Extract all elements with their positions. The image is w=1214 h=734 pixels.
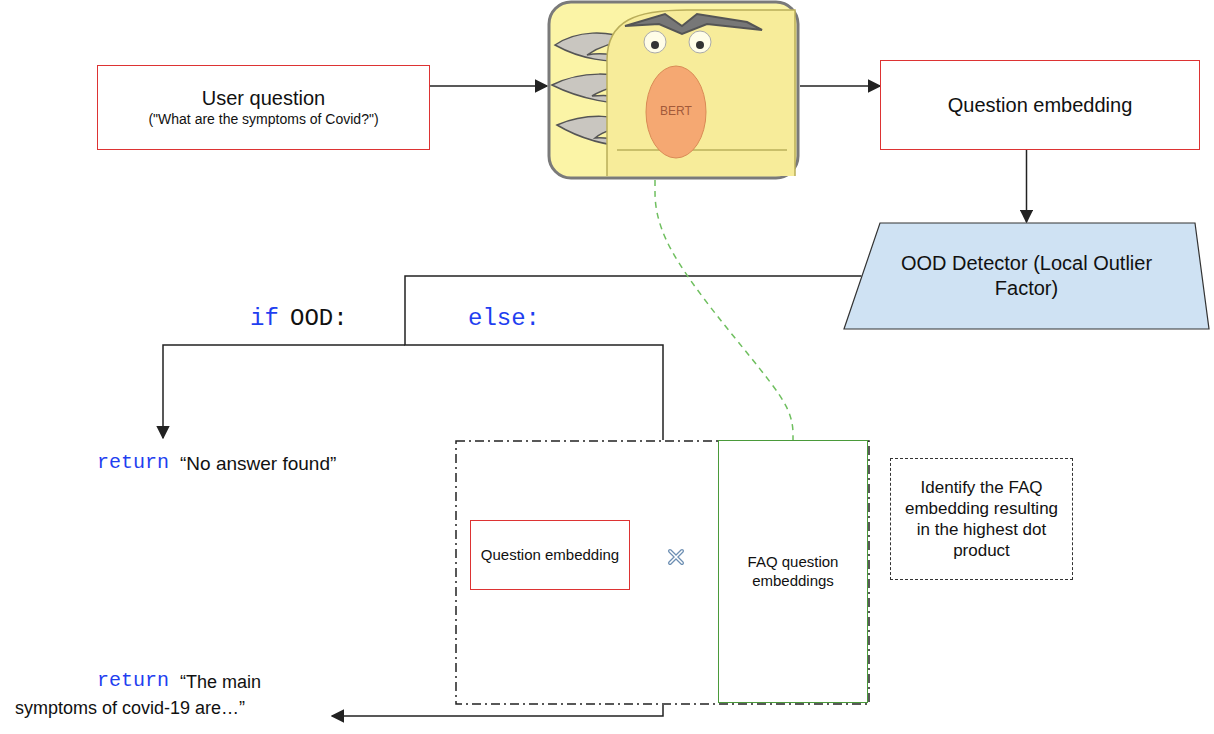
embedding-box: Question embedding [470,520,630,590]
input-box: User question("What are the symptoms of … [97,65,430,150]
flow-arrow [430,85,547,87]
code-keyword: return [97,668,169,694]
faq-embeddings: FAQ question embeddings [718,440,868,703]
ood-detector: OOD Detector (Local Outlier Factor) [843,222,1210,330]
return-value: “The main symptoms of covid-19 are…” [15,669,315,721]
node-text: Identify the FAQ embedding resulting in … [901,477,1062,562]
bert-model: BERT [547,0,800,180]
embedding-box: Question embedding [880,60,1200,150]
ood-branch-line [163,345,405,438]
code-keyword: else: [468,306,540,332]
embedding-link [655,180,793,440]
multiply-symbol [670,551,682,563]
flow-arrow [800,85,880,87]
matching-group: Question embedding FAQ question embedding… [455,440,870,705]
code-keyword: return [97,450,169,476]
node-text: User question [202,86,325,111]
model-name: BERT [646,104,706,119]
node-text: ("What are the symptoms of Covid?") [148,111,378,129]
node-text: Question embedding [948,93,1133,118]
flow-arrow [405,276,862,440]
node-text: Question embedding [481,546,619,565]
code-condition: OOD: [290,306,348,332]
return-value: “No answer found” [180,451,336,477]
trapezoid-shape [843,222,1210,330]
node-text: FAQ question embeddings [727,553,859,591]
note-box: Identify the FAQ embedding resulting in … [890,458,1073,580]
code-keyword: if [250,306,279,332]
answer-return-line [332,705,663,716]
node-text: OOD Detector (Local Outlier Factor) [891,251,1162,301]
bert-illustration [547,0,800,180]
flow-arrow [1026,150,1028,222]
